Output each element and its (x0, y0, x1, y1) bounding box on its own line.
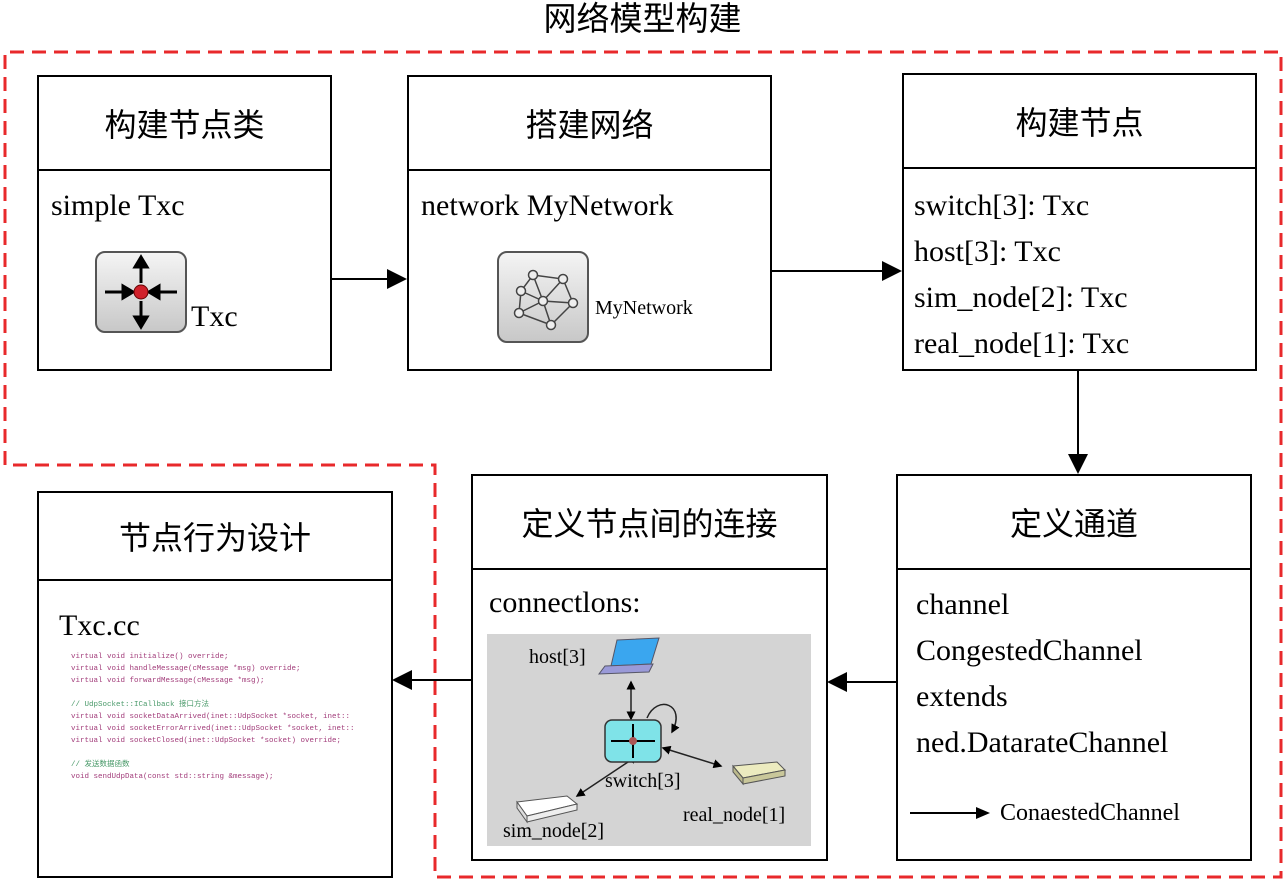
step-header: 定义节点间的连接 (473, 476, 826, 570)
step-line: sim_node[2]: Txc (914, 281, 1128, 314)
code-line: virtual void socketClosed(inet::UdpSocke… (71, 737, 342, 745)
code-line (71, 687, 371, 699)
step-line: channel (916, 588, 1010, 621)
channel-legend-label: ConaestedChannel (1000, 800, 1180, 826)
dashed-group-border (3, 50, 1283, 879)
step-line: simple Txc (51, 189, 185, 222)
code-line: virtual void socketDataArrived(inet::Udp… (71, 713, 351, 721)
step-line: Txc.cc (59, 609, 140, 642)
laptop-icon (597, 637, 660, 675)
node-label-real-node: real_node[1] (683, 804, 786, 826)
step-line: extends (916, 680, 1008, 713)
step-node-behavior: 节点行为设计 Txc.cc virtual void initialize() … (37, 491, 393, 878)
step-line: switch[3]: Txc (914, 189, 1090, 222)
node-label-switch: switch[3] (605, 770, 681, 792)
step-header: 定义通道 (898, 476, 1250, 570)
step-build-node-class: 构建节点类 simple Txc Txc (37, 75, 332, 371)
real-node-icon (732, 761, 787, 786)
step-header: 搭建网络 (409, 77, 770, 171)
icon-label: Txc (191, 300, 238, 333)
step-header: 构建节点类 (39, 77, 330, 171)
switch-module-icon (95, 251, 187, 333)
step-define-channel: 定义通道 channel CongestedChannel extends ne… (896, 474, 1252, 861)
step-line: CongestedChannel (916, 634, 1143, 667)
step-header: 节点行为设计 (39, 493, 391, 581)
step-define-connections: 定义节点间的连接 connectlons: host[3] switch[3] … (471, 474, 828, 861)
code-line (71, 747, 371, 759)
connection-topology: host[3] switch[3] sim_node[2] real_node[… (487, 634, 811, 846)
step-line: network MyNetwork (421, 189, 674, 222)
icon-label: MyNetwork (595, 297, 693, 319)
code-line: virtual void socketErrorArrived(inet::Ud… (71, 725, 355, 733)
code-line: void sendUdpData(const std::string &mess… (71, 773, 274, 781)
code-line: virtual void initialize() override; (71, 653, 229, 661)
step-build-nodes: 构建节点 switch[3]: Txc host[3]: Txc sim_nod… (902, 73, 1257, 371)
step-line: ned.DatarateChannel (916, 726, 1169, 759)
code-snippet: virtual void initialize() override; virtu… (71, 651, 371, 783)
step-line: connectlons: (489, 586, 641, 619)
sim-node-icon (516, 795, 579, 824)
switch-icon (604, 719, 662, 763)
network-icon (497, 251, 589, 343)
step-line: host[3]: Txc (914, 235, 1061, 268)
code-line: // UdpSocket::ICallback 接口方法 (71, 701, 210, 709)
step-header: 构建节点 (904, 75, 1255, 169)
step-build-network: 搭建网络 network MyNetwork MyNetwork (407, 75, 772, 371)
code-line: virtual void handleMessage(cMessage *msg… (71, 665, 301, 673)
channel-arrow-icon (910, 807, 990, 819)
node-label-sim-node: sim_node[2] (503, 820, 605, 842)
diagram-title: 网络模型构建 (543, 2, 742, 38)
topology-links (516, 637, 787, 824)
step-line: real_node[1]: Txc (914, 327, 1130, 360)
code-line: // 发送数据函数 (71, 761, 130, 769)
code-line: virtual void forwardMessage(cMessage *ms… (71, 677, 265, 685)
node-label-host: host[3] (529, 646, 586, 668)
